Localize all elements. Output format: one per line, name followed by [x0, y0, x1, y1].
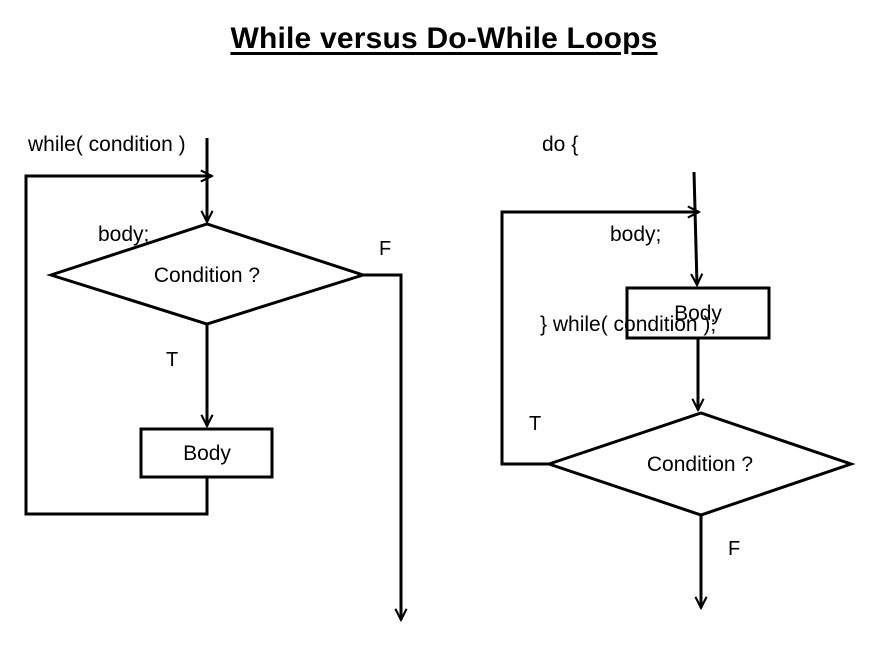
while-decision-label: Condition ?: [154, 264, 260, 287]
do-while-code: do { body; } while( condition );: [540, 70, 717, 370]
do-while-code-line2: body;: [610, 223, 662, 246]
while-false-label: F: [379, 238, 391, 260]
do-while-loop-back-path: [500, 212, 699, 466]
while-flowchart: [24, 138, 401, 620]
while-false-exit-path: [363, 273, 401, 620]
do-while-body-label: Body: [674, 302, 722, 325]
while-body-label: Body: [183, 442, 231, 465]
do-while-false-label: F: [728, 538, 740, 560]
page-title: While versus Do-While Loops: [230, 22, 658, 55]
do-while-code-line3: } while( condition );: [540, 313, 717, 336]
do-while-true-label: T: [529, 413, 541, 435]
do-while-decision-diamond: [544, 411, 856, 517]
while-code-line2: body;: [98, 223, 150, 246]
while-code: while( condition ) body;: [28, 70, 186, 280]
while-true-label: T: [166, 349, 178, 371]
while-loop-back-path: [24, 176, 212, 516]
do-while-decision-label: Condition ?: [647, 453, 753, 476]
do-while-code-line1: do {: [542, 133, 579, 156]
while-code-line1: while( condition ): [28, 133, 186, 156]
do-while-flowchart: [500, 171, 856, 608]
do-while-entry-arrow: [694, 171, 697, 285]
